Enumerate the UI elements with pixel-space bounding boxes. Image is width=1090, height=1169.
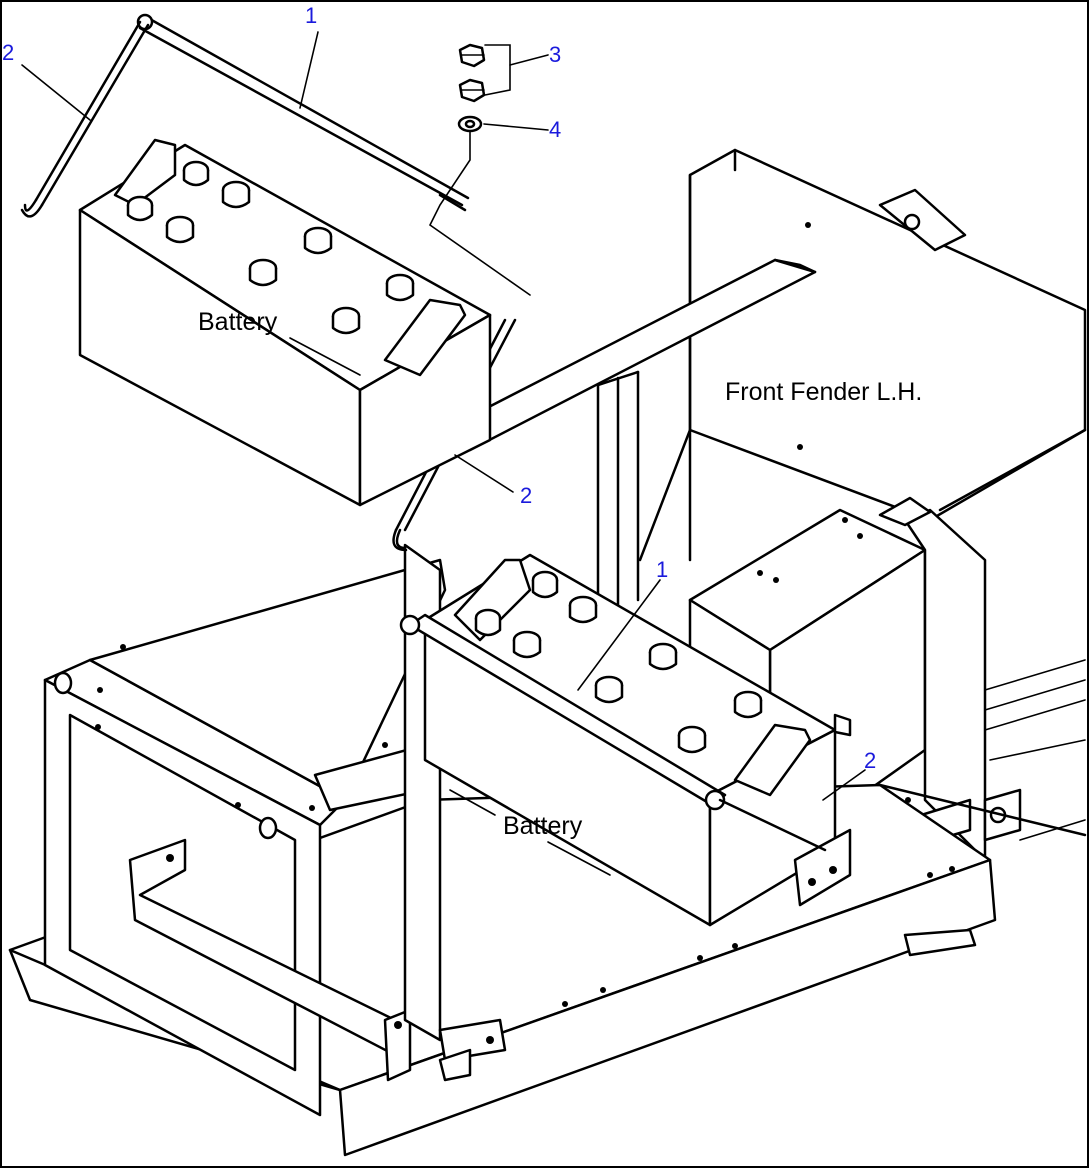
label-battery-upper: Battery <box>198 308 278 336</box>
upper-battery <box>78 138 492 507</box>
callout-2-middle: 2 <box>520 483 532 508</box>
callout-2-right: 2 <box>864 748 876 773</box>
callout-1-top: 1 <box>305 3 317 28</box>
lower-battery <box>423 553 837 927</box>
callout-2-left: 2 <box>2 40 14 65</box>
battery-tray <box>43 558 447 1117</box>
leader-lines <box>21 31 866 876</box>
battery-caps <box>474 570 763 754</box>
hook-rod-left <box>20 20 150 218</box>
battery-caps <box>126 160 415 335</box>
upper-hold-down-bar <box>136 13 470 212</box>
callout-4: 4 <box>549 117 561 142</box>
label-battery-lower: Battery <box>503 812 583 840</box>
handle-left <box>453 558 532 642</box>
callout-3: 3 <box>549 42 561 67</box>
lower-hold-down-bar <box>399 613 852 907</box>
label-front-fender: Front Fender L.H. <box>725 378 922 406</box>
front-fender <box>638 148 1087 562</box>
nuts-and-washer <box>457 43 486 133</box>
callout-1-middle: 1 <box>656 557 668 582</box>
